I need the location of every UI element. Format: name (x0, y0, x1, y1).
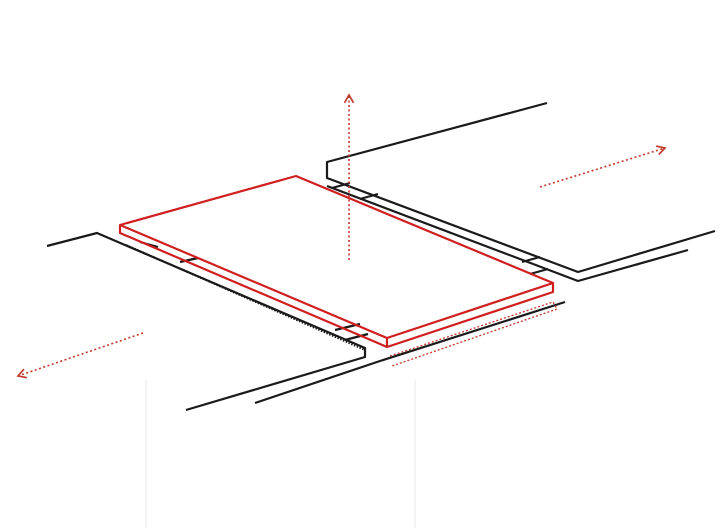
right-table-half (325, 101, 716, 283)
arrow-right-icon (539, 145, 667, 188)
left-table-half (46, 231, 566, 412)
extension-leaf (118, 174, 555, 349)
faint-frame (145, 380, 416, 528)
arrow-left-icon (16, 332, 144, 379)
guide-rail (389, 301, 558, 367)
